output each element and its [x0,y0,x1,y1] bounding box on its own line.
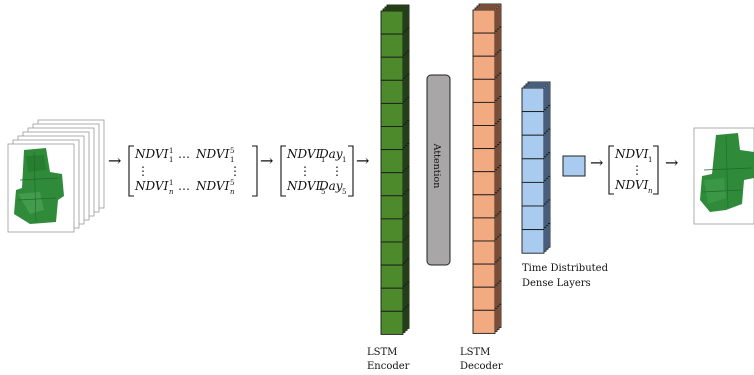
matrix1-cell-tl-sup: 1 [169,147,173,155]
time-distributed-dense-stack [521,81,551,254]
decoder-cell [472,171,496,196]
encoder-cell [380,33,404,58]
encoder-label-line2: Encoder [367,361,410,372]
field-image-icon [700,133,754,212]
matrix2-cell-tl: NDVI [286,147,321,161]
matrix1-cell-br-sub: n [230,188,235,196]
dense-label-line2: Dense Layers [522,278,591,289]
matrix2-cell-tl-sub: 1 [321,156,325,164]
matrix2-cell-br-sub: 5 [342,188,346,196]
ndvi-matrix: NDVI 1 1 … NDVI 5 1 ⋮ ⋮ NDVI 1 n … NDVI … [128,145,258,197]
dense-cell [521,181,545,207]
encoder-cell [380,10,404,35]
matrix1-cell-tr-sup: 5 [230,147,234,155]
vector-vdots: ⋮ [631,163,643,177]
encoder-cell [380,126,404,151]
decoder-label-line1: LSTM [460,347,490,358]
decoder-cell [472,194,496,219]
matrix2-cell-tr: Day [318,147,343,161]
matrix1-ellipsis-top: … [178,147,190,161]
field-image-icon [14,148,64,224]
matrix2-vdots-right: ⋮ [331,164,343,178]
right-bracket [252,145,258,197]
matrix1-ellipsis-bottom: … [178,179,190,193]
ndvi-day-matrix: NDVI 1 Day 1 ⋮ ⋮ NDVI 5 Day 5 [280,145,354,197]
decoder-cell [472,286,496,311]
ndvi-output-vector: NDVI 1 ⋮ NDVI n [608,145,659,195]
decoder-cell [472,55,496,80]
matrix1-cell-br: NDVI [195,179,230,193]
input-image-stack [7,119,105,233]
left-bracket [128,145,134,197]
attention-label: Attention [431,143,442,189]
matrix1-cell-tr-sub: 1 [230,156,234,164]
dense-cell [521,229,545,254]
decoder-cell [472,240,496,265]
arrow-5: → [665,153,678,172]
matrix1-cell-bl-sup: 1 [169,179,173,187]
arrow-4: → [590,153,603,172]
decoder-label-line2: Decoder [460,361,503,372]
right-bracket [653,145,659,195]
attention-box [426,74,451,266]
vector-cell-bottom-sub: n [648,187,653,195]
encoder-cell [380,264,404,289]
arrow-1: → [108,151,121,170]
decoder-cell [472,101,496,126]
left-bracket [280,145,286,197]
encoder-cell [380,56,404,81]
matrix1-cell-bl-sub: n [169,188,174,196]
matrix1-vdots-right: ⋮ [229,164,241,178]
right-bracket [348,145,354,197]
dense-label-line1: Time Distributed [522,263,609,274]
vector-cell-top: NDVI [614,147,649,161]
matrix2-cell-bl: NDVI [286,179,321,193]
encoder-cell [380,79,404,104]
output-image [693,127,754,225]
vector-cell-bottom: NDVI [614,178,649,192]
dense-cell [521,158,545,183]
attention-block: Attention [426,74,451,266]
dense-output-unit [562,155,586,177]
matrix1-cell-br-sup: 5 [230,179,234,187]
matrix1-vdots-left: ⋮ [137,164,149,178]
vector-cell-top-sub: 1 [648,156,652,164]
matrix1-cell-tl: NDVI [134,147,169,161]
decoder-cell [472,32,496,57]
matrix1-cell-bl: NDVI [134,179,169,193]
lstm-encoder-stack [380,4,410,335]
encoder-cell [380,195,404,220]
matrix2-vdots-left: ⋮ [299,164,311,178]
arrow-3: → [356,151,369,170]
encoder-cell [380,287,404,312]
encoder-label-line1: LSTM [367,347,397,358]
matrix1-cell-tr: NDVI [195,147,230,161]
decoder-cell [472,78,496,103]
decoder-cell [472,309,496,334]
encoder-cell [380,310,404,335]
decoder-cell [472,148,496,173]
dense-cell [521,134,545,160]
encoder-cell [380,241,404,266]
decoder-cell [472,125,496,150]
dense-cell [521,87,545,113]
decoder-cell [472,217,496,242]
decoder-cell [472,263,496,288]
matrix1-cell-tl-sub: 1 [169,156,173,164]
left-bracket [608,145,614,195]
matrix2-cell-br: Day [318,179,343,193]
arrow-2: → [260,151,273,170]
matrix2-cell-tr-sub: 1 [342,156,346,164]
encoder-cell [380,102,404,127]
matrix2-cell-bl-sub: 5 [321,188,325,196]
dense-cell [521,205,545,231]
encoder-cell [380,149,404,174]
lstm-decoder-stack [472,3,502,334]
dense-cell [521,111,545,136]
encoder-cell [380,218,404,243]
decoder-cell [472,9,496,34]
encoder-cell [380,172,404,197]
